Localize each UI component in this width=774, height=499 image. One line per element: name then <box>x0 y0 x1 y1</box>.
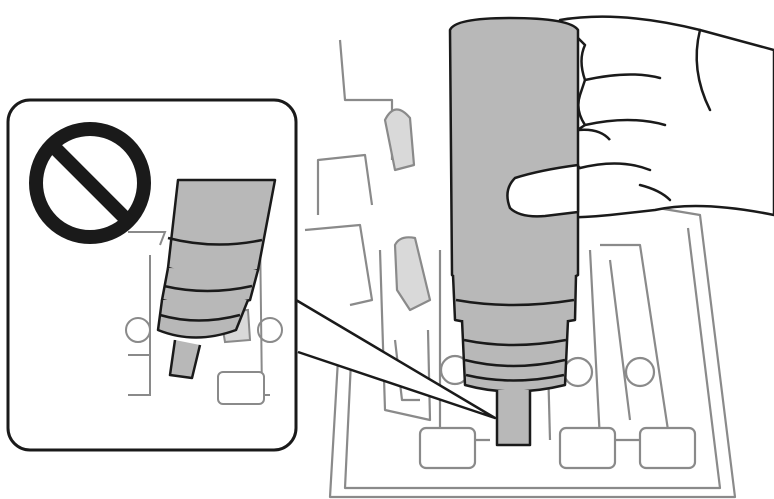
inset-zoom-box <box>8 100 296 450</box>
prohibited-icon <box>36 129 144 237</box>
